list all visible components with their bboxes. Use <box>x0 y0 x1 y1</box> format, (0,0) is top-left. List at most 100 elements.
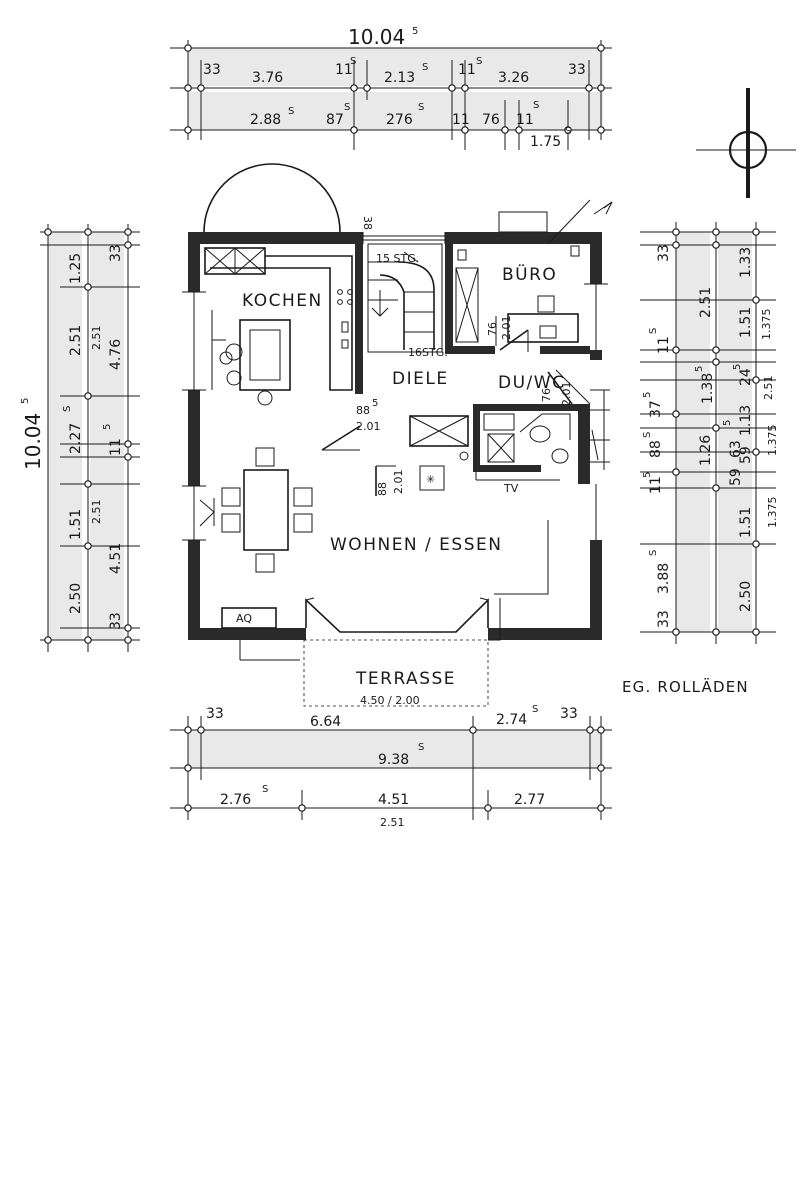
bottom-row3-dim: 2.76 <box>220 792 251 808</box>
dim-38-label: 38 <box>361 216 374 230</box>
door-dim-wc: 76 <box>540 388 553 402</box>
right-dimension-chains: 33 11 S 1.38 5 37 5 88 S 11 5 3.88 S 33 … <box>640 222 779 644</box>
top-row1-dim: 11 <box>458 62 476 78</box>
left-outer-dim: 1.25 <box>68 253 84 284</box>
terrace-size-label: 4.50 / 2.00 <box>360 694 420 707</box>
top-row2-sup: S <box>344 102 350 113</box>
left-mini-dim: 2.51 <box>90 500 103 525</box>
stairs-bottom-label: 16STG. <box>408 346 448 359</box>
office-furniture <box>455 199 613 346</box>
overall-depth-label: 10.04 <box>21 413 45 470</box>
left-inner-dim: 4.51 <box>108 543 124 574</box>
left-outer-dim: 2.50 <box>68 583 84 614</box>
top-row1-sup: S <box>476 56 482 67</box>
bottom-row1-dim: 33 <box>206 706 224 722</box>
door-dim-living-height: 2.01 <box>392 470 405 495</box>
left-inner-dim: 33 <box>108 612 124 630</box>
bottom-row3-dim: 2.77 <box>514 792 545 808</box>
overall-depth-sup: 5 <box>20 398 31 404</box>
right-outer-sup: S <box>648 550 659 556</box>
right-outer-sup: 5 <box>642 392 653 398</box>
bottom-dimension-chains: 33 6.64 2.74 S 33 9.38 S 2.76 S 4.51 2.7… <box>170 704 612 829</box>
door-dim-hall-sup: 5 <box>372 398 378 409</box>
right-outer-dim: 88 <box>648 440 664 458</box>
top-row1-sup: S <box>350 56 356 67</box>
right-outer-dim: 11 <box>648 476 664 494</box>
right-middle-dim: 2.51 <box>698 287 714 318</box>
bottom-row1-dim: 6.64 <box>310 714 341 730</box>
left-mini-dim: 2.51 <box>90 326 103 351</box>
garden-bay-arc <box>203 163 341 233</box>
top-row1-dim: 11 <box>335 62 353 78</box>
top-row2-dim: 2.88 <box>250 112 281 128</box>
door-dim-living: 88 <box>376 482 389 496</box>
right-outer-dim: 33 <box>656 610 672 628</box>
room-label-hall: DIELE <box>392 369 449 389</box>
right-inner-sup: 5 <box>732 364 743 370</box>
right-outer-dim: 33 <box>656 244 672 262</box>
right-outer-dim: 11 <box>656 336 672 354</box>
right-inner-dim: 1.33 <box>738 247 754 278</box>
right-middle-dim: 1.26 <box>698 435 714 466</box>
drawing-caption: EG. ROLLÄDEN <box>622 677 749 696</box>
left-outer-dim: 2.51 <box>68 325 84 356</box>
right-middle-dim: 2.50 <box>738 581 754 612</box>
top-row1-dim: 2.13 <box>384 70 415 86</box>
top-row1-dim: 3.76 <box>252 70 283 86</box>
door-dim-office: 76 <box>486 322 499 336</box>
right-outer-dim: 1.38 <box>700 373 716 404</box>
right-inner-dim: 63 <box>728 440 744 458</box>
right-outer-sup: S <box>648 328 659 334</box>
right-inner-sup: 5 <box>722 420 733 426</box>
top-row2-dim: 1.75 <box>530 134 561 150</box>
door-dim-office-height: 2.01 <box>500 316 513 341</box>
right-inner-dim: 24 <box>738 368 754 386</box>
right-outer-sup: 5 <box>694 366 705 372</box>
right-outer-sup: 5 <box>642 472 653 478</box>
top-row2-dim: 76 <box>482 112 500 128</box>
right-inner-dim: 59 <box>728 468 744 486</box>
top-row1-dim: 3.26 <box>498 70 529 86</box>
right-middle-dim: 1.51 <box>738 307 754 338</box>
left-outer-dim: 2.27 <box>68 423 84 454</box>
right-mini-dim: 2.51 <box>762 376 775 401</box>
right-mini-dim: 1.375 <box>766 425 779 457</box>
door-dim-wc-height: 2.01 <box>560 382 573 407</box>
bottom-row1-dim: 33 <box>560 706 578 722</box>
right-outer-dim: 3.88 <box>656 563 672 594</box>
door-dim-hall: 88 <box>356 404 370 417</box>
room-label-living-dining: WOHNEN / ESSEN <box>330 535 502 555</box>
right-outer-sup: S <box>642 432 653 438</box>
left-outer-sup: S <box>62 406 73 412</box>
room-label-kitchen: KOCHEN <box>242 291 323 311</box>
door-swings <box>321 329 573 496</box>
living-bay <box>303 429 599 707</box>
top-row1-dim: 33 <box>568 62 586 78</box>
building-walls <box>188 232 602 640</box>
door-dimension-labels: 88 5 2.01 88 2.01 76 2.01 76 2.01 <box>356 316 573 497</box>
staircase <box>367 243 443 353</box>
window-marks <box>182 211 608 661</box>
top-row1-dim: 33 <box>203 62 221 78</box>
top-row2-sup: S <box>533 100 539 111</box>
top-row2-dim: 87 <box>326 112 344 128</box>
hall-wc-fixtures: ✳ <box>409 369 610 491</box>
left-inner-sup: 5 <box>102 424 113 430</box>
top-row1-sup: S <box>422 62 428 73</box>
right-middle-dim: 1.51 <box>738 507 754 538</box>
fireplace-glyph: ✳ <box>426 473 435 486</box>
right-inner-dim: 59 <box>738 446 754 464</box>
right-inner-dim: 1.13 <box>738 405 754 436</box>
top-row2-dim: 11 <box>516 112 534 128</box>
top-dimension-chains: 10.04 5 33 3.76 11 S 2.13 S 11 S 3.26 33… <box>170 25 612 150</box>
bottom-row2-sup: S <box>418 742 424 753</box>
bottom-row2-dim: 9.38 <box>378 752 409 768</box>
dining-furniture <box>199 447 313 573</box>
right-outer-dim: 37 <box>648 400 664 418</box>
left-inner-dim: 11 <box>108 438 124 456</box>
tv-label: TV <box>503 482 519 495</box>
overall-width-sup: 5 <box>412 26 418 37</box>
bottom-row3-sup: S <box>262 784 268 795</box>
bottom-row1-sup: S <box>532 704 538 715</box>
